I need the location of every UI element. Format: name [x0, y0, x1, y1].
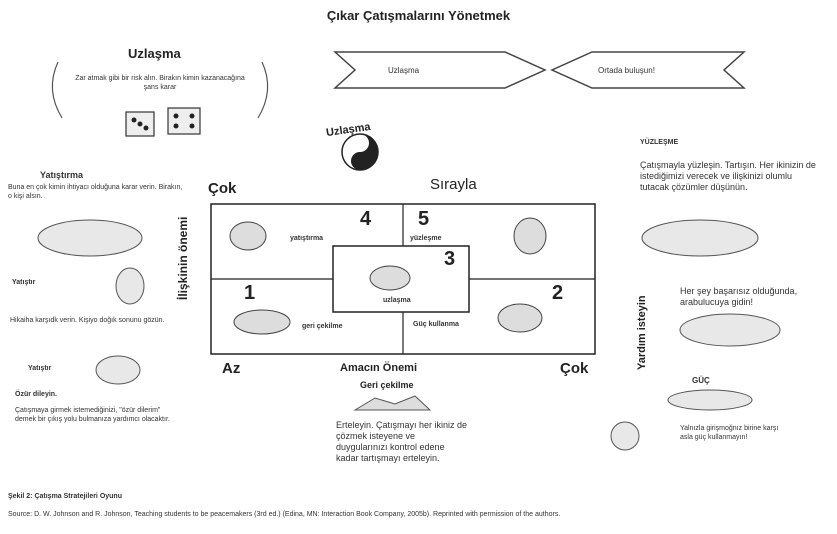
animals-icon — [641, 219, 759, 257]
child-icon — [115, 267, 145, 305]
cell-2-number: 2 — [552, 282, 564, 304]
teddy-bear-icon — [229, 221, 267, 251]
cell-3-number: 3 — [444, 248, 456, 270]
arrow-right-shape — [333, 51, 547, 89]
yuzlesme-heading: YÜZLEŞME — [640, 139, 679, 146]
arrow-right-label: Ortada buluşun! — [598, 66, 655, 75]
source-note: Source: D. W. Johnson and R. Johnson, Te… — [8, 511, 561, 518]
geri-cekilme-text: Erteleyin. Çatışmayı her ikiniz de çözme… — [336, 420, 468, 463]
relationship-axis-label: İlişkinin önemi — [176, 216, 190, 300]
grid-bottom-right-label: Çok — [560, 360, 589, 377]
creature-icon — [610, 421, 640, 451]
ozur-heading: Özür dileyin. — [15, 391, 58, 398]
arrow-left-shape — [550, 51, 746, 89]
turtle-icon — [233, 309, 291, 335]
snail-icon — [95, 355, 141, 385]
cell-4-number: 4 — [360, 208, 372, 230]
cell-1-number: 1 — [244, 282, 256, 304]
note-bracket-left — [51, 61, 63, 119]
cell-4-label: yatıştırma — [290, 235, 324, 242]
yatistirma-heading: Yatıştırma — [40, 170, 84, 180]
cell-5-label: yüzleşme — [410, 235, 442, 242]
uzlasma-heading: Uzlaşma — [128, 46, 181, 61]
yardim-text: Her şey başarısız olduğunda, arabulucuya… — [680, 286, 798, 307]
guc-text: Yalnızla girişmoğnız birine karşı asla g… — [680, 425, 779, 441]
grid-bottom-left-label: Az — [222, 360, 241, 377]
ozur-text: Çatışmaya girmek istemediğinizi, "özür d… — [15, 407, 170, 423]
mediator-animals-icon — [679, 313, 781, 347]
cell-5-number: 5 — [418, 208, 430, 230]
yatistir-heading: Yatıştır — [12, 279, 36, 286]
grid-top-center-label: Sırayla — [430, 176, 477, 193]
cell-1-label: geri çekilme — [302, 323, 343, 330]
yatistirma-text: Buna en çok kimin ihtiyacı olduğuna kara… — [8, 184, 183, 200]
fox-icon — [369, 265, 411, 291]
arrow-left-label: Uzlaşma — [388, 66, 420, 75]
uzlasma-note: Zar atmak gibi bir risk alın. Birakın ki… — [75, 75, 245, 91]
figure-caption: Şekil 2: Çatışma Stratejileri Oyunu — [8, 493, 122, 500]
page-title: Çıkar Çatışmalarını Yönetmek — [326, 8, 511, 23]
yardim-label: Yardım isteyin — [636, 295, 648, 370]
children-icon — [37, 219, 143, 257]
note-bracket-right — [257, 61, 269, 119]
yin-yang-icon — [341, 133, 379, 171]
cell-2-label: Güç kullanma — [413, 321, 459, 328]
dragon-icon — [667, 389, 753, 411]
owl-icon — [513, 217, 547, 255]
cell-3-label: uzlaşma — [383, 297, 411, 304]
withdrawal-icon — [353, 395, 432, 411]
yatistir2-heading: Yatıştır — [28, 365, 52, 372]
shark-icon — [497, 303, 543, 333]
grid-top-left-label: Çok — [208, 180, 237, 197]
guc-heading: GÜÇ — [692, 376, 710, 385]
geri-cekilme-heading: Geri çekilme — [360, 380, 414, 390]
goal-axis-label: Amacın Önemi — [340, 362, 418, 374]
yuzlesme-text: Çatışmayla yüzleşin. Tartışın. Her ikini… — [640, 160, 816, 192]
yatistir-text: Hikaiha karşıdk verin. Kişiyo doğık sonu… — [10, 317, 165, 324]
dice-icon — [125, 107, 201, 137]
